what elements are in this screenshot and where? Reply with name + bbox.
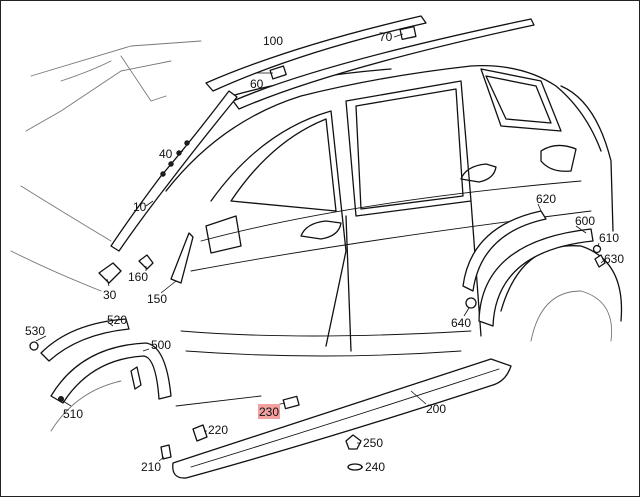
label-610[interactable]: 610 bbox=[599, 231, 619, 245]
label-30[interactable]: 30 bbox=[103, 288, 117, 302]
highlight-230 bbox=[258, 404, 280, 419]
part-500-fastener[interactable] bbox=[130, 366, 142, 390]
part-210-clip[interactable] bbox=[160, 444, 172, 460]
part-70-clip[interactable] bbox=[399, 26, 417, 40]
label-520[interactable]: 520 bbox=[107, 313, 127, 327]
part-roof-rail[interactable] bbox=[232, 18, 535, 110]
part-200-side-skirt[interactable] bbox=[172, 358, 512, 479]
label-250[interactable]: 250 bbox=[363, 436, 383, 450]
part-60-clip[interactable] bbox=[269, 65, 287, 80]
callout-labels: 100 70 60 40 10 160 30 150 530 520 500 5… bbox=[25, 30, 624, 474]
part-620-arch-liner[interactable] bbox=[462, 210, 547, 292]
label-160[interactable]: 160 bbox=[128, 270, 148, 284]
label-100[interactable]: 100 bbox=[263, 34, 283, 48]
part-500-front-wheel-arch[interactable] bbox=[50, 342, 172, 404]
part-250-fastener[interactable] bbox=[345, 434, 362, 450]
label-40[interactable]: 40 bbox=[159, 147, 173, 161]
label-60[interactable]: 60 bbox=[250, 77, 264, 91]
part-610-screw[interactable] bbox=[592, 244, 602, 254]
label-150[interactable]: 150 bbox=[147, 292, 167, 306]
part-640-plug[interactable] bbox=[465, 297, 477, 309]
part-600-rear-wheel-arch[interactable] bbox=[478, 228, 594, 327]
part-520-arch-liner[interactable] bbox=[40, 318, 130, 362]
part-160-cap[interactable] bbox=[138, 254, 154, 270]
label-530[interactable]: 530 bbox=[25, 324, 45, 338]
car-body-outline bbox=[10, 40, 623, 432]
label-500[interactable]: 500 bbox=[151, 338, 171, 352]
label-210[interactable]: 210 bbox=[141, 460, 161, 474]
label-70[interactable]: 70 bbox=[379, 30, 393, 44]
part-10-a-pillar-trim[interactable] bbox=[110, 90, 238, 252]
label-200[interactable]: 200 bbox=[426, 402, 446, 416]
label-220[interactable]: 220 bbox=[208, 423, 228, 437]
label-510[interactable]: 510 bbox=[63, 407, 83, 421]
part-150-mirror-triangle[interactable] bbox=[170, 232, 194, 284]
part-40-clips[interactable] bbox=[160, 140, 190, 177]
label-10[interactable]: 10 bbox=[133, 200, 147, 214]
part-530-screw[interactable] bbox=[29, 341, 39, 351]
part-230-clip[interactable] bbox=[282, 395, 300, 410]
part-100-roof-trim[interactable] bbox=[205, 15, 427, 92]
label-640[interactable]: 640 bbox=[451, 316, 471, 330]
part-240-washer[interactable] bbox=[347, 463, 363, 471]
label-620[interactable]: 620 bbox=[536, 192, 556, 206]
part-510-clip[interactable] bbox=[58, 396, 64, 402]
part-30-bracket[interactable] bbox=[98, 262, 122, 284]
label-600[interactable]: 600 bbox=[575, 214, 595, 228]
label-230[interactable]: 230 bbox=[259, 405, 279, 419]
label-240[interactable]: 240 bbox=[365, 460, 385, 474]
part-630-clip[interactable] bbox=[594, 254, 606, 268]
part-220-clip[interactable] bbox=[192, 424, 208, 442]
label-630[interactable]: 630 bbox=[604, 252, 624, 266]
